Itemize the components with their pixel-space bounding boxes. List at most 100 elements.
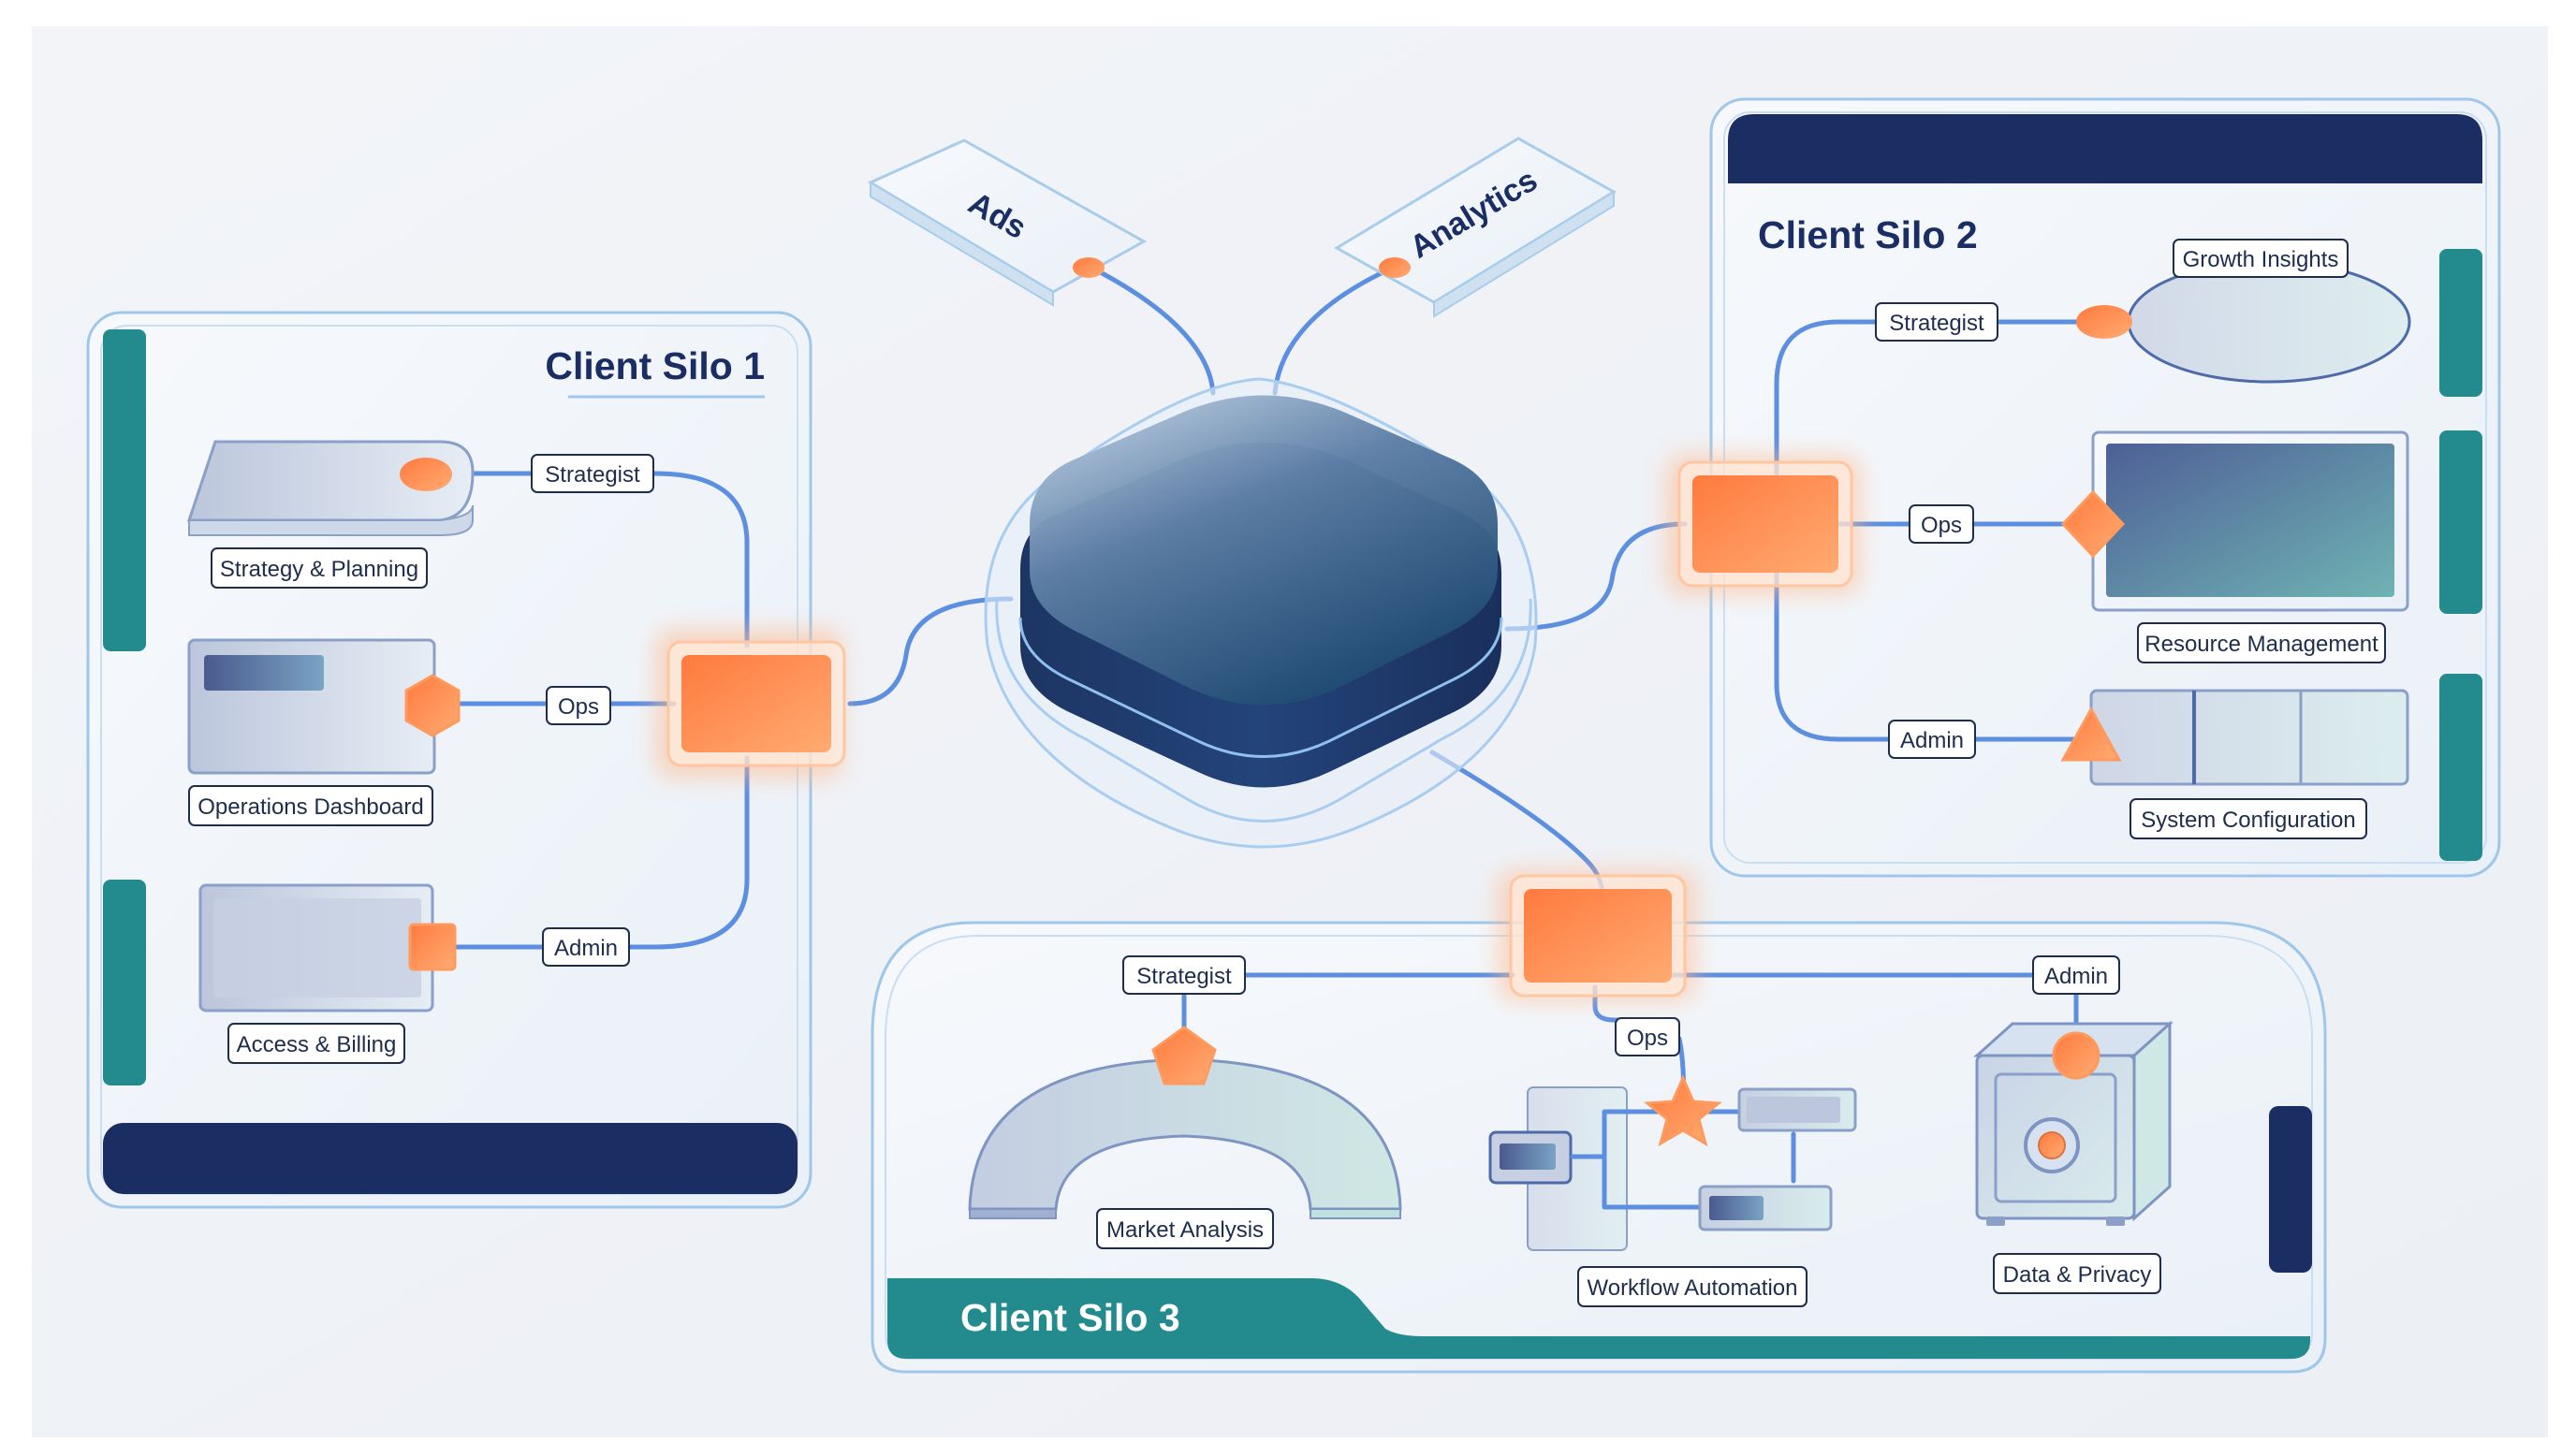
ads-connector-dot: [1073, 257, 1105, 278]
silo2-wire-strategist: [1774, 319, 2105, 480]
strategy-planning-module[interactable]: [186, 440, 475, 536]
silo1-junction-node[interactable]: [655, 629, 846, 779]
billing-screen: [213, 898, 421, 998]
silo3-title: Client Silo 3: [960, 1296, 1180, 1339]
billing-square: [408, 923, 457, 971]
svg-text:Resource Management: Resource Management: [2144, 632, 2378, 657]
silo2-title: Client Silo 2: [1758, 213, 1978, 256]
svg-text:Access & Billing: Access & Billing: [237, 1032, 397, 1057]
config-triangle: [2060, 706, 2122, 762]
analytics-card[interactable]: Analytics: [1334, 137, 1617, 318]
config-panel: [2089, 689, 2409, 786]
workflow-automation-module[interactable]: [1488, 1074, 1857, 1251]
market-arch: [968, 1057, 1402, 1211]
market-pentagon: [1151, 1026, 1217, 1085]
ads-card-edge: [870, 181, 1054, 307]
svg-text:Strategist: Strategist: [1136, 964, 1232, 989]
growth-lens: [2127, 260, 2411, 384]
silo1-admin-tag: Admin: [542, 927, 630, 967]
system-configuration-label: System Configuration: [2130, 798, 2367, 839]
operations-dashboard-module[interactable]: [187, 638, 461, 775]
access-billing-module[interactable]: [198, 883, 457, 1012]
silo1-teal-bar-top: [103, 329, 146, 651]
operations-hexagon: [404, 674, 461, 737]
resource-management-module[interactable]: [2060, 430, 2409, 612]
ads-card[interactable]: Ads: [867, 138, 1148, 307]
silo3-teal-footer: [887, 1278, 2310, 1359]
client-silo-3: Client Silo 3 Strategist Market Analysis: [871, 870, 2327, 1374]
svg-text:Admin: Admin: [554, 936, 618, 961]
svg-text:Strategist: Strategist: [1889, 311, 1984, 336]
silo1-wire-admin: [442, 755, 750, 950]
resource-management-label: Resource Management: [2137, 622, 2386, 663]
silo3-navy-bar: [2269, 1106, 2312, 1273]
svg-text:Ops: Ops: [1627, 1026, 1668, 1051]
resource-diamond: [2060, 489, 2126, 559]
silo1-navy-footer: [103, 1123, 798, 1194]
silo1-teal-bar-bottom: [103, 880, 146, 1085]
hub-top: [1030, 395, 1498, 706]
growth-connector-dot: [2076, 305, 2132, 339]
data-privacy-module[interactable]: [1973, 1020, 2174, 1226]
svg-text:Strategy & Planning: Strategy & Planning: [220, 557, 418, 582]
silo3-strategist-tag: Strategist: [1122, 955, 1246, 995]
silo2-admin-tag: Admin: [1888, 720, 1976, 759]
analytics-card-edge: [1433, 190, 1615, 318]
silo2-strategist-tag: Strategist: [1875, 302, 1998, 342]
silo1-ops-tag: Ops: [546, 686, 611, 725]
operations-bar: [204, 655, 324, 691]
silo2-teal-bar-1: [2439, 249, 2482, 397]
safe-connector-dot: [2052, 1031, 2100, 1080]
safe-side: [2132, 1020, 2172, 1222]
silo2-teal-bar-2: [2439, 430, 2482, 614]
market-arch-base: [969, 1208, 1057, 1219]
silo1-wire-strategist: [437, 471, 750, 648]
silo1-strategist-tag: Strategist: [531, 454, 654, 493]
hub-outer-ring: [995, 598, 1532, 823]
svg-text:Operations Dashboard: Operations Dashboard: [198, 794, 423, 820]
svg-text:Market Analysis: Market Analysis: [1106, 1217, 1264, 1243]
silo3-junction-node[interactable]: [1498, 870, 1696, 1001]
client-silo-1: Client Silo 1 Strategist Strategy & Plan…: [86, 311, 846, 1209]
strategy-connector-dot: [400, 458, 452, 491]
market-analysis-module[interactable]: [968, 1026, 1402, 1219]
strategy-slab-edge: [188, 504, 474, 536]
svg-text:System Configuration: System Configuration: [2141, 808, 2355, 833]
svg-text:Data & Privacy: Data & Privacy: [2003, 1262, 2152, 1288]
silo3-wire-ops: [1592, 984, 1652, 1023]
system-configuration-module[interactable]: [2060, 689, 2409, 786]
silo1-junction-core: [681, 655, 831, 752]
wire-ads-hub: [1089, 265, 1216, 396]
wire-silo2-hub: [1504, 521, 1688, 632]
resource-screen: [2106, 444, 2394, 597]
silo2-junction-node[interactable]: [1666, 455, 1861, 595]
silo1-title: Client Silo 1: [545, 344, 765, 387]
growth-insights-label: Growth Insights: [2173, 239, 2349, 278]
growth-insights-module[interactable]: [2076, 260, 2411, 384]
workflow-star: [1644, 1074, 1722, 1147]
workflow-automation-label: Workflow Automation: [1577, 1266, 1808, 1307]
svg-text:Admin: Admin: [1900, 728, 1964, 753]
wire-silo1-hub: [847, 596, 1014, 706]
svg-text:Ops: Ops: [1921, 513, 1962, 538]
silo2-teal-bar-3: [2439, 674, 2482, 861]
client-silo-2: Client Silo 2 Growth Insights Strategist…: [1666, 97, 2501, 878]
wire-analytics-hub: [1272, 265, 1396, 396]
svg-text:Strategist: Strategist: [545, 462, 640, 488]
data-privacy-label: Data & Privacy: [1993, 1253, 2161, 1294]
operations-dashboard-label: Operations Dashboard: [188, 785, 433, 826]
silo3-ops-tag: Ops: [1615, 1017, 1680, 1056]
svg-text:Workflow Automation: Workflow Automation: [1588, 1275, 1798, 1301]
silo3-junction-core: [1524, 889, 1672, 983]
market-analysis-label: Market Analysis: [1096, 1208, 1274, 1249]
central-hub[interactable]: [984, 377, 1538, 849]
svg-text:Growth Insights: Growth Insights: [2183, 247, 2339, 272]
hub-rim-line: [1018, 617, 1503, 758]
strategy-planning-label: Strategy & Planning: [211, 547, 428, 589]
silo2-ops-tag: Ops: [1909, 504, 1974, 544]
silo2-junction-core: [1692, 475, 1838, 573]
silo2-wire-admin: [1774, 570, 2086, 742]
svg-text:Admin: Admin: [2044, 964, 2108, 989]
